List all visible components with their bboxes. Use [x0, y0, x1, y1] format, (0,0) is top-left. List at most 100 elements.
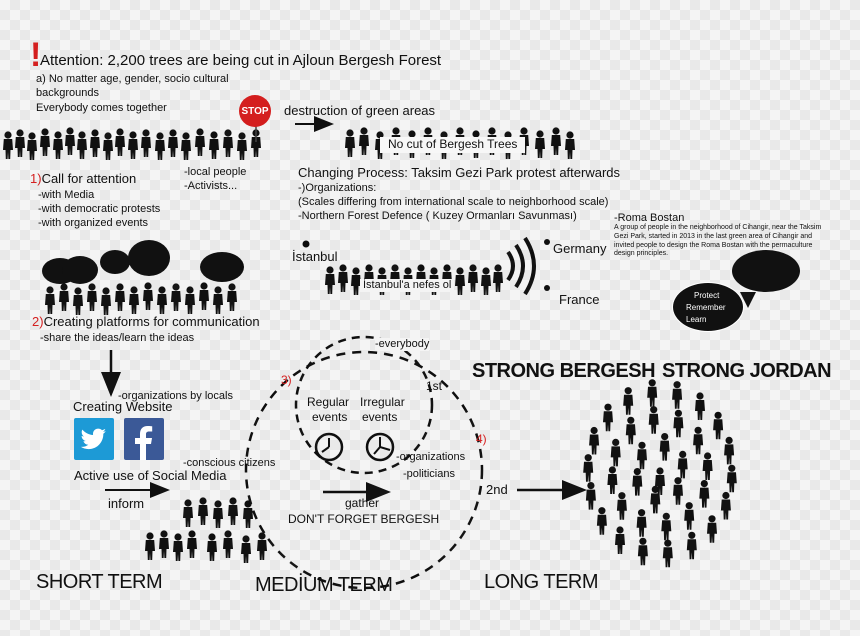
- spiral-person: [684, 502, 695, 530]
- spiral-person: [615, 526, 625, 554]
- intro-line-2: backgrounds: [36, 87, 99, 99]
- france-label: France: [559, 292, 600, 307]
- istanbul-dot: [302, 240, 310, 248]
- exclamation-icon: !: [30, 36, 42, 74]
- spiral-person: [583, 454, 594, 482]
- changing-process-title: Changing Process: Taksim Gezi Park prote…: [298, 165, 621, 180]
- spiral-person: [673, 477, 683, 505]
- orgs-by-locals-label: -organizations by locals: [118, 390, 233, 402]
- second-ring-label: 2nd: [486, 482, 508, 497]
- speech-bubble-icon: [128, 240, 170, 276]
- speech-bubble-icon: [100, 250, 130, 274]
- speech-bubble-icon: [62, 256, 98, 284]
- broadcast-waves-icon: [506, 236, 536, 296]
- destruction-label: destruction of green areas: [284, 103, 436, 118]
- activists-label: -Activists...: [184, 180, 238, 192]
- social-media-label: Active use of Social Media: [74, 468, 227, 483]
- organizations-scale: (Scales differing from international sca…: [298, 196, 609, 208]
- roma-bostan-title: -Roma Bostan: [614, 212, 685, 224]
- intro-line-1: a) No matter age, gender, socio cultural: [36, 73, 229, 85]
- protest-banner: No cut of Bergesh Trees: [380, 137, 526, 153]
- spiral-person: [623, 387, 634, 415]
- call-item-events: -with organized events: [38, 217, 149, 229]
- step-4-number: 4): [476, 432, 487, 446]
- spiral-person: [596, 507, 607, 535]
- step-3-number: 3): [281, 373, 292, 387]
- speech-bubble-icon: [732, 250, 800, 292]
- speech-bubble-icon: [200, 252, 244, 282]
- crowd-platforms: [45, 282, 237, 315]
- page-title: Attention: 2,200 trees are being cut in …: [40, 52, 442, 69]
- spiral-person: [659, 433, 670, 461]
- spiral-person: [713, 411, 724, 440]
- germany-dot: [544, 239, 550, 245]
- spiral-person: [632, 468, 643, 496]
- spiral-person: [677, 450, 688, 479]
- irregular-events-line1: Irregular: [360, 395, 405, 409]
- twitter-icon[interactable]: [74, 418, 114, 460]
- stop-sign-icon: STOP: [239, 95, 271, 127]
- platforms-label: Creating platforms for communication: [43, 314, 260, 329]
- spiral-person: [603, 403, 613, 432]
- spiral-person: [661, 512, 672, 541]
- spiral-person: [625, 416, 636, 445]
- spiral-person: [673, 409, 684, 438]
- gather-label: gather: [345, 496, 380, 510]
- spiral-person: [589, 426, 600, 455]
- spiral-person: [610, 438, 621, 467]
- politicians-label: -politicians: [403, 468, 455, 480]
- facebook-icon[interactable]: [124, 418, 164, 460]
- spiral-person: [648, 406, 659, 434]
- step-1-number: 1): [30, 171, 42, 186]
- crowd-citizens: [145, 497, 267, 563]
- spiral-person: [616, 492, 627, 520]
- spiral-person: [637, 537, 648, 566]
- spiral-person: [707, 515, 717, 543]
- local-people-label: -local people: [184, 166, 247, 178]
- call-item-media: -with Media: [38, 189, 95, 201]
- spiral-person: [647, 379, 658, 407]
- germany-label: Germany: [553, 241, 607, 256]
- crowd-spiral: [583, 379, 737, 568]
- bubble-line-protect: Protect: [694, 291, 720, 300]
- inform-label: inform: [108, 496, 145, 511]
- spiral-person: [726, 464, 737, 493]
- spiral-person: [672, 381, 683, 409]
- bubble-tail-icon: [740, 292, 756, 308]
- clock-icon-regular: [314, 432, 344, 462]
- spiral-person: [585, 482, 596, 510]
- short-term-label: SHORT TERM: [36, 571, 163, 593]
- crowd-everybody: [3, 127, 261, 160]
- call-item-protests: -with democratic protests: [38, 203, 161, 215]
- spiral-person: [636, 509, 647, 537]
- bubble-line-remember: Remember: [686, 303, 726, 312]
- spiral-person: [693, 426, 704, 455]
- spiral-person: [695, 392, 705, 420]
- organizations-ring-label: -organizations: [396, 451, 466, 463]
- spiral-person: [662, 539, 673, 568]
- share-ideas-label: -share the ideas/learn the ideas: [40, 332, 195, 344]
- istanbul-nefes-label: İstanbul'a nefes ol: [360, 279, 455, 292]
- spiral-person: [607, 466, 618, 494]
- france-dot: [544, 285, 550, 291]
- regular-events-line1: Regular: [307, 395, 350, 409]
- istanbul-label: İstanbul: [292, 249, 338, 264]
- creating-website-label: Creating Website: [73, 399, 173, 414]
- medium-term-label: MEDİUM TERM: [255, 574, 393, 596]
- spiral-person: [720, 491, 731, 520]
- irregular-events-line2: events: [362, 410, 398, 424]
- northern-forest-defence: -Northern Forest Defence ( Kuzey Ormanla…: [298, 210, 577, 222]
- strong-jordan-label: STRONG JORDAN: [662, 360, 832, 382]
- spiral-person: [637, 441, 647, 470]
- speech-bubble-protect: [672, 282, 744, 332]
- regular-events-line2: events: [312, 410, 348, 424]
- spiral-person: [702, 452, 713, 480]
- strong-bergesh-label: STRONG BERGESH: [472, 360, 656, 382]
- spiral-person: [686, 531, 697, 560]
- intro-line-3: Everybody comes together: [36, 102, 167, 114]
- conscious-citizens-label: -conscious citizens: [183, 457, 276, 469]
- circle-inner: [294, 335, 434, 475]
- organizations-label: -)Organizations:: [298, 182, 377, 194]
- clock-icon-irregular: [365, 432, 395, 462]
